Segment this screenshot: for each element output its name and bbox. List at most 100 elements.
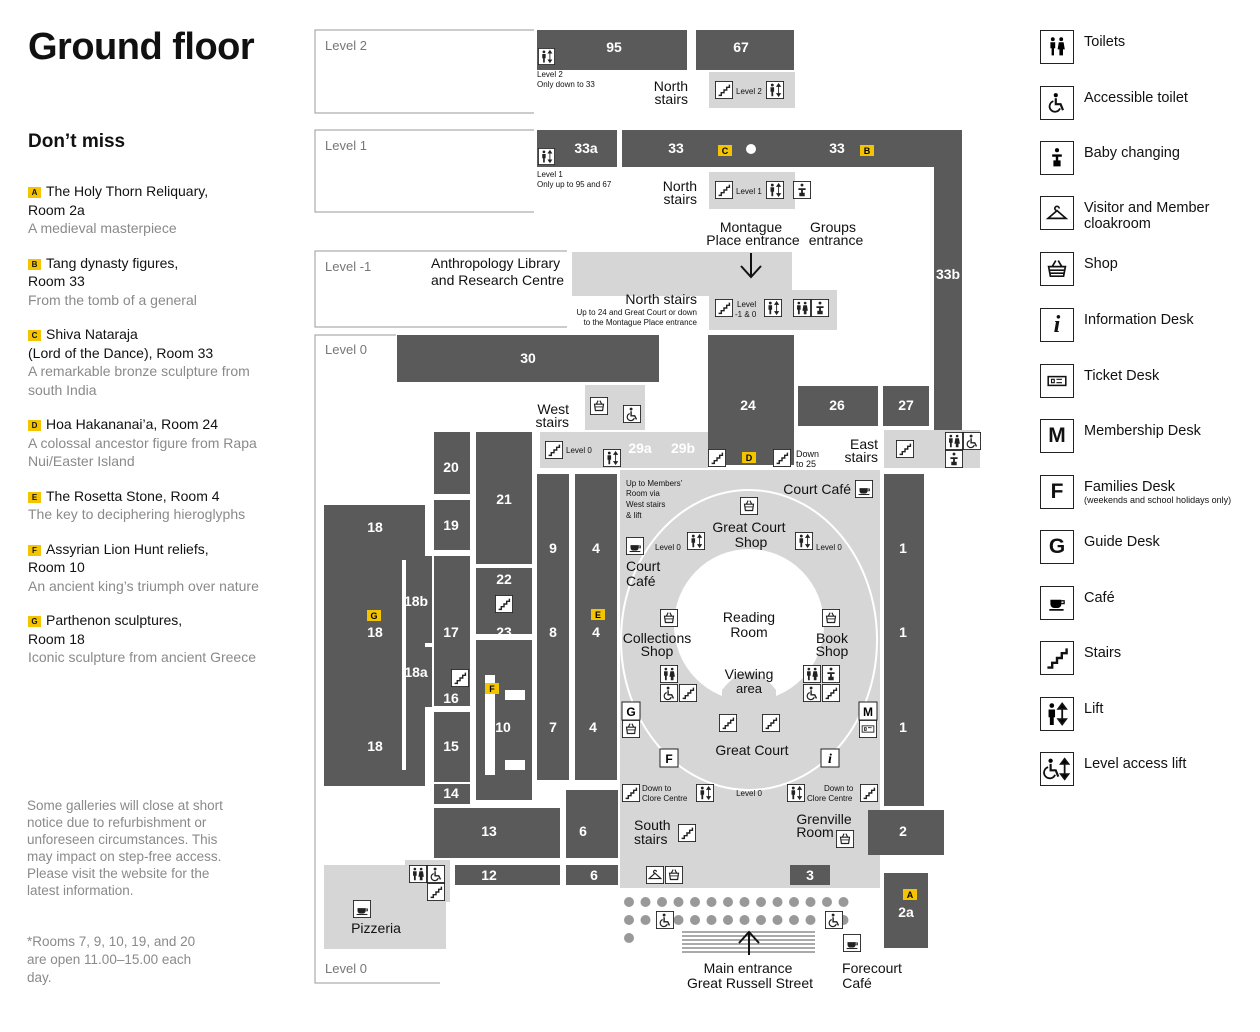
lift-icon[interactable] bbox=[696, 784, 714, 802]
map-badge-b[interactable]: B bbox=[864, 146, 871, 156]
groups-entrance[interactable]: Groups bbox=[810, 219, 856, 235]
book-shop-2[interactable]: Shop bbox=[816, 643, 849, 659]
room-18a[interactable]: 18a bbox=[404, 664, 428, 680]
room-24[interactable]: 24 bbox=[740, 397, 756, 413]
reading-room-2[interactable]: Room bbox=[730, 624, 767, 640]
room-29a[interactable]: 29a bbox=[628, 440, 652, 456]
room-22[interactable]: 22 bbox=[496, 571, 512, 587]
room-15[interactable]: 15 bbox=[443, 738, 459, 754]
great-court-shop[interactable]: Great Court bbox=[712, 519, 785, 535]
main-entrance-street[interactable]: Great Russell Street bbox=[687, 975, 813, 991]
groups-entrance-2[interactable]: entrance bbox=[809, 232, 864, 248]
stairs-icon[interactable] bbox=[708, 449, 726, 467]
room-21[interactable]: 21 bbox=[496, 491, 512, 507]
shop-icon[interactable] bbox=[622, 720, 640, 738]
baby-changing-icon[interactable] bbox=[793, 181, 811, 199]
room-3[interactable]: 3 bbox=[806, 867, 814, 883]
grenville-room[interactable]: Grenville bbox=[796, 811, 851, 827]
shop-icon[interactable] bbox=[660, 609, 678, 627]
shop-icon[interactable] bbox=[836, 830, 854, 848]
families-desk-tile[interactable]: F bbox=[665, 752, 672, 766]
main-entrance-label[interactable]: Main entrance bbox=[704, 960, 793, 976]
room-27[interactable]: 27 bbox=[898, 397, 914, 413]
toilets-icon[interactable] bbox=[945, 432, 963, 450]
level-access-lift-icon[interactable] bbox=[656, 911, 674, 929]
room-67[interactable]: 67 bbox=[733, 39, 749, 55]
lift-icon[interactable] bbox=[538, 148, 555, 165]
legend-families[interactable]: F Families Desk(weekends and school holi… bbox=[1040, 475, 1250, 515]
room-19[interactable]: 19 bbox=[443, 517, 459, 533]
stairs-icon[interactable] bbox=[822, 684, 840, 702]
room-16[interactable]: 16 bbox=[443, 690, 459, 706]
room-2[interactable]: 2 bbox=[899, 823, 907, 839]
baby-changing-icon[interactable] bbox=[811, 299, 829, 317]
room-26[interactable]: 26 bbox=[829, 397, 845, 413]
room-1-bottom[interactable]: 1 bbox=[899, 719, 907, 735]
stairs-icon[interactable] bbox=[679, 684, 697, 702]
room-6-bottom[interactable]: 6 bbox=[590, 867, 598, 883]
room-30[interactable]: 30 bbox=[520, 350, 536, 366]
stairs-icon[interactable] bbox=[762, 714, 780, 732]
legend-ticket[interactable]: Ticket Desk bbox=[1040, 364, 1250, 404]
room-18-mid[interactable]: 18 bbox=[367, 624, 383, 640]
stairs-icon[interactable] bbox=[622, 784, 640, 802]
map-badge-f[interactable]: F bbox=[489, 684, 495, 694]
room-4-bottom[interactable]: 4 bbox=[589, 719, 597, 735]
cafe-icon[interactable] bbox=[843, 934, 861, 952]
shop-icon[interactable] bbox=[590, 397, 608, 415]
room-18b[interactable]: 18b bbox=[404, 593, 428, 609]
legend-guide[interactable]: G Guide Desk bbox=[1040, 530, 1250, 570]
accessible-toilet-icon[interactable] bbox=[803, 684, 821, 702]
great-court-shop-2[interactable]: Shop bbox=[735, 534, 768, 550]
lift-icon[interactable] bbox=[603, 449, 621, 467]
room-10[interactable]: 10 bbox=[495, 719, 511, 735]
cafe-icon[interactable] bbox=[626, 537, 644, 555]
room-1-top[interactable]: 1 bbox=[899, 540, 907, 556]
collections-shop-2[interactable]: Shop bbox=[641, 643, 674, 659]
toilets-icon[interactable] bbox=[793, 299, 811, 317]
lift-icon[interactable] bbox=[787, 784, 805, 802]
shop-icon[interactable] bbox=[665, 866, 683, 884]
stairs-icon[interactable] bbox=[715, 299, 733, 317]
map-badge-c[interactable]: C bbox=[722, 146, 729, 156]
cafe-icon[interactable] bbox=[855, 480, 873, 498]
legend-cloakroom[interactable]: Visitor and Member cloakroom bbox=[1040, 196, 1250, 236]
information-desk-tile[interactable]: i bbox=[828, 752, 832, 767]
cloakroom-icon[interactable] bbox=[646, 866, 664, 884]
stairs-icon[interactable] bbox=[715, 181, 733, 199]
room-14[interactable]: 14 bbox=[443, 785, 459, 801]
room-4-top[interactable]: 4 bbox=[592, 540, 600, 556]
level-access-lift-icon[interactable] bbox=[825, 911, 843, 929]
map-badge-g[interactable]: G bbox=[370, 611, 377, 621]
court-cafe-left-2[interactable]: Café bbox=[626, 573, 656, 589]
accessible-toilet-icon[interactable] bbox=[623, 405, 641, 423]
room-33[interactable]: 33 bbox=[668, 140, 684, 156]
room-20[interactable]: 20 bbox=[443, 459, 459, 475]
legend-membership[interactable]: M Membership Desk bbox=[1040, 419, 1250, 459]
room-33b[interactable]: 33b bbox=[936, 266, 960, 282]
legend-cafe[interactable]: Café bbox=[1040, 586, 1250, 626]
cafe-icon[interactable] bbox=[353, 900, 371, 918]
legend-shop[interactable]: Shop bbox=[1040, 252, 1250, 292]
lift-icon[interactable] bbox=[766, 181, 784, 199]
room-12[interactable]: 12 bbox=[481, 867, 497, 883]
baby-changing-icon[interactable] bbox=[822, 665, 840, 683]
stairs-icon[interactable] bbox=[545, 441, 563, 459]
membership-desk-tile[interactable]: M bbox=[863, 705, 873, 719]
stairs-icon[interactable] bbox=[860, 784, 878, 802]
pizzeria-label[interactable]: Pizzeria bbox=[351, 920, 401, 936]
collections-shop[interactable]: Collections bbox=[623, 630, 691, 646]
forecourt-cafe[interactable]: Forecourt bbox=[842, 960, 902, 976]
room-13[interactable]: 13 bbox=[481, 823, 497, 839]
montague-entrance[interactable]: Montague bbox=[720, 219, 782, 235]
stairs-icon[interactable] bbox=[715, 81, 733, 99]
map-badge-d[interactable]: D bbox=[746, 453, 753, 463]
stairs-icon[interactable] bbox=[451, 669, 469, 687]
room-18-top[interactable]: 18 bbox=[367, 519, 383, 535]
reading-room[interactable]: Reading bbox=[723, 609, 775, 625]
